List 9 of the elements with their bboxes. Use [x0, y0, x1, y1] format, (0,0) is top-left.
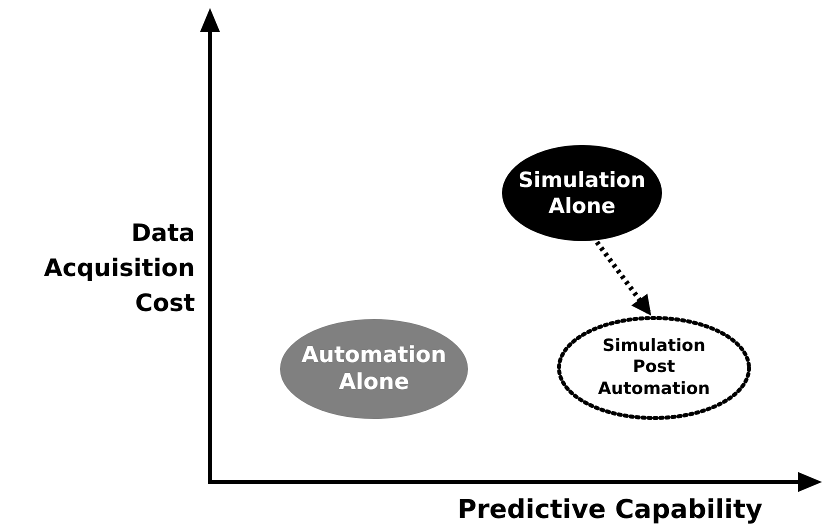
y-axis-label: Data Acquisition Cost — [42, 218, 195, 319]
node-text: Automation Alone — [300, 342, 448, 396]
ellipse-node — [500, 143, 664, 243]
node-text: Simulation Post Automation — [597, 336, 711, 400]
ellipse-node — [278, 317, 470, 421]
node-text: Simulation Alone — [517, 166, 647, 220]
x-axis-label: Predictive Capability — [456, 495, 764, 526]
dotted-ellipse-node — [557, 316, 751, 420]
arrow — [594, 240, 652, 316]
